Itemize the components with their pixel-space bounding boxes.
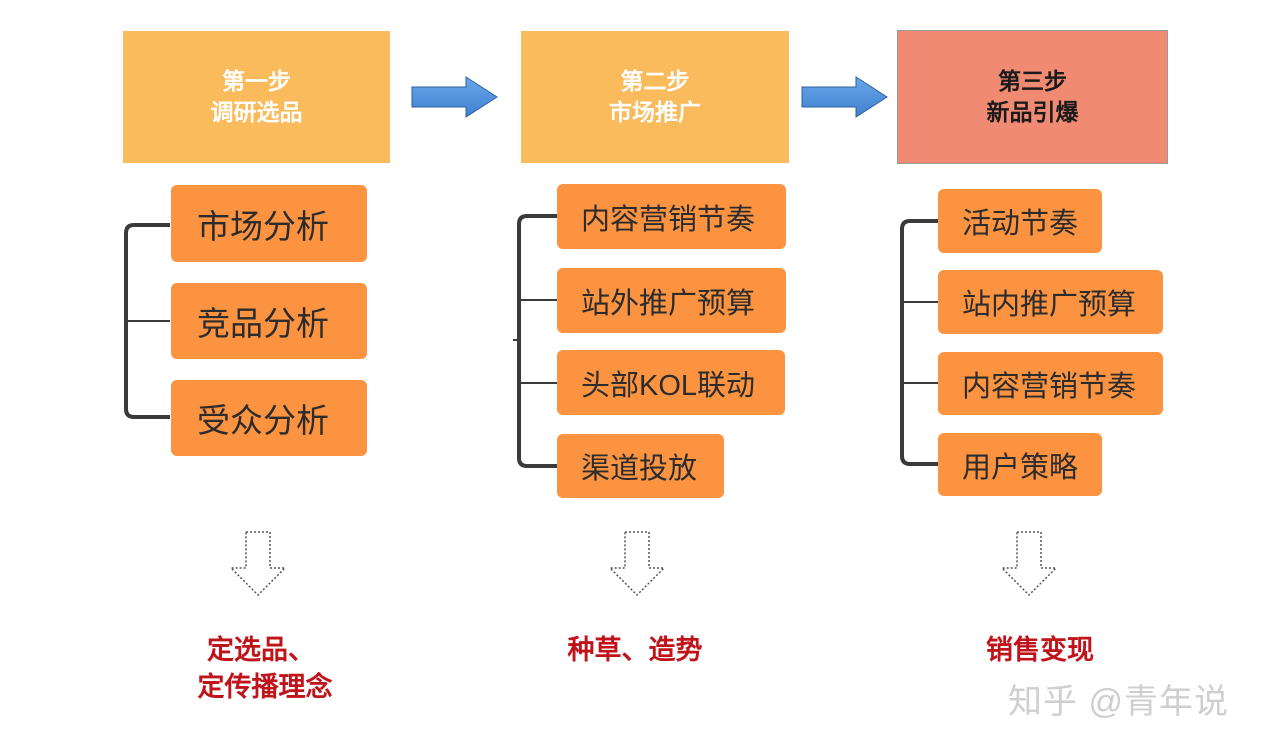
step-title: 第三步 [998, 68, 1067, 94]
bracket-column-2 [513, 214, 557, 468]
outcome-line-2: 定传播理念 [197, 672, 333, 702]
list-item: 用户策略 [938, 433, 1102, 496]
list-item: 头部KOL联动 [557, 350, 785, 415]
watermark: 知乎 @青年说 [1008, 683, 1229, 721]
bracket-column-1 [124, 223, 170, 419]
outcome-line-1: 种草、造势 [567, 635, 703, 665]
down-arrow-3 [1000, 531, 1058, 597]
outcome-line-1: 定选品、 [207, 635, 315, 665]
step-subtitle: 市场推广 [609, 99, 701, 125]
outcome-3: 销售变现 [960, 632, 1120, 669]
outcome-1: 定选品、 定传播理念 [180, 632, 350, 706]
step-arrow-2 [801, 76, 888, 118]
list-item: 受众分析 [171, 380, 367, 456]
step-title: 第一步 [222, 68, 291, 94]
step-box-1: 第一步 调研选品 [123, 31, 390, 163]
list-item: 站内推广预算 [938, 270, 1163, 334]
list-item: 内容营销节奏 [938, 352, 1163, 415]
step-box-3: 第三步 新品引爆 [897, 30, 1168, 164]
list-item: 内容营销节奏 [557, 184, 786, 249]
list-item: 竞品分析 [171, 283, 367, 359]
list-item: 活动节奏 [938, 189, 1102, 253]
list-item: 渠道投放 [557, 434, 724, 498]
step-box-2: 第二步 市场推广 [521, 31, 789, 163]
step-title: 第二步 [620, 68, 690, 94]
down-arrow-1 [229, 531, 287, 597]
bracket-column-3 [900, 219, 938, 466]
down-arrow-2 [608, 531, 666, 597]
step-subtitle: 新品引爆 [986, 99, 1079, 125]
list-item: 站外推广预算 [557, 268, 786, 333]
outcome-line-1: 销售变现 [986, 635, 1094, 665]
outcome-2: 种草、造势 [545, 632, 725, 669]
step-arrow-1 [411, 76, 498, 118]
step-subtitle: 调研选品 [210, 99, 303, 125]
list-item: 市场分析 [171, 185, 367, 262]
